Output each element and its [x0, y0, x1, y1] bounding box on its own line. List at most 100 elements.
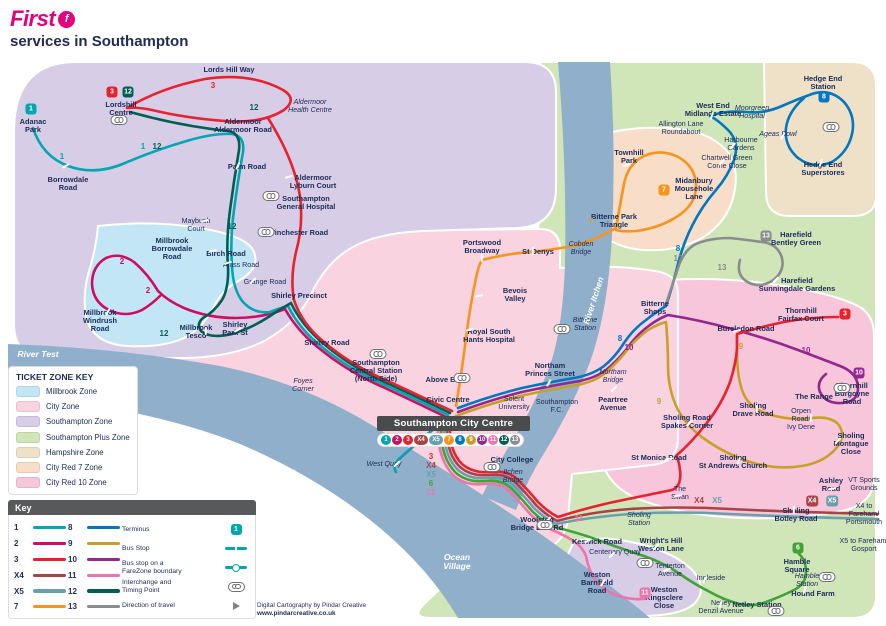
- route-x4-path: [445, 428, 880, 523]
- map-label: Chartwell Green Corne Close: [701, 154, 753, 170]
- interchange-ring: [644, 560, 650, 566]
- farezone-line: [225, 563, 247, 572]
- zone-label: City Zone: [46, 402, 80, 412]
- bus-stop-tick: [545, 378, 553, 388]
- route-number-marker: 12: [227, 222, 237, 231]
- route-terminus-badge: 7: [658, 184, 670, 196]
- zone-key-row: Southampton Plus Zone: [16, 431, 130, 443]
- interchange-icon: [222, 581, 250, 592]
- city-centre-route-badge: 2: [392, 435, 402, 445]
- bus-stop-tick: [792, 506, 796, 514]
- map-label: Sholing Station: [627, 511, 651, 527]
- key-route-number: 8: [68, 523, 73, 533]
- direction-arrow-icon: [232, 601, 240, 610]
- route-number-marker: 10: [624, 343, 634, 352]
- interchange-icon: [822, 122, 840, 132]
- river-itchen: [482, 62, 614, 510]
- map-label: Aldermoor Health Centre: [288, 98, 332, 114]
- bus-stop-tick: [204, 327, 208, 335]
- map-label: Palm Road: [227, 162, 267, 171]
- zone-label: Southampton Zone: [46, 417, 113, 427]
- map-label: Royal South Hants Hospital: [463, 327, 515, 345]
- map-label: Itchen Bridge: [502, 468, 524, 484]
- interchange-icon: [536, 520, 554, 530]
- map-label: Weston Kingsclere Close: [645, 585, 683, 611]
- water-layer: [8, 62, 650, 618]
- map-label: Hedge End Superstores: [801, 160, 845, 178]
- key-route-line: [87, 589, 120, 593]
- map-label: Aldermoor Aldermoor Road: [214, 117, 272, 135]
- map-label: Harefield Bentley Green: [770, 230, 822, 248]
- map-label: Sholing Road Spakes Corner: [660, 413, 714, 431]
- route-11-path: [436, 428, 646, 601]
- map-label: Winchester Road: [267, 228, 329, 237]
- map-label: Grange Road: [243, 278, 287, 286]
- zone-swatch: [16, 446, 40, 458]
- zone-key-row: City Zone: [16, 401, 130, 413]
- map-label: Millbrook Borrowdale Road: [151, 236, 193, 262]
- zone-swatch: [16, 386, 40, 397]
- map-label: Southampton Central Station (North Side): [349, 358, 403, 384]
- route-terminus-badge: 11: [639, 587, 651, 599]
- key-route-row: 3: [14, 552, 66, 568]
- key-route-line: [87, 605, 120, 609]
- bus-stop-line: [225, 544, 247, 553]
- city-centre-route-badge: 3: [403, 435, 413, 445]
- map-label: Keswick Road: [571, 537, 623, 546]
- map-label: St Monica Road: [631, 453, 687, 462]
- map-label: Harbourne Gardens: [724, 136, 758, 152]
- route-terminus-badge: 8: [818, 91, 830, 103]
- route-terminus-badge: 3: [839, 308, 851, 320]
- key-route-line: [87, 573, 120, 577]
- route-7-path: [454, 151, 698, 408]
- map-label: Foyes Corner: [292, 377, 314, 393]
- route-number-marker: X4: [694, 496, 704, 505]
- route-3-east-path: [448, 315, 840, 519]
- zone-key-row: Millbrook Zone: [16, 386, 130, 397]
- bus-stop-tick: [610, 385, 618, 393]
- key-route-row: 11: [68, 567, 120, 583]
- route-terminus-badge: 10: [853, 367, 865, 379]
- map-label: Hound Farm: [791, 589, 835, 598]
- route-number-marker: 11: [426, 488, 436, 497]
- interchange-icon: [110, 115, 128, 125]
- key-route-row: 1: [14, 520, 66, 536]
- route-3-west-path: [266, 116, 454, 413]
- interchange-icon: [262, 191, 280, 201]
- map-label: Hamble Station: [794, 572, 820, 588]
- map-label: Thornhill Burgoyne Road: [834, 381, 870, 407]
- map-label: Peartree Avenue: [598, 395, 628, 413]
- bus-stop-tick: [531, 247, 535, 255]
- map-label: Bursledon Road: [717, 324, 775, 333]
- map-label: Orpen Road/ Ivy Dene: [787, 407, 815, 431]
- interchange-icon: [833, 383, 851, 393]
- route-terminus-badge: 1: [25, 103, 37, 115]
- map-label: Allington Lane Roundabout: [658, 120, 704, 136]
- route-number-marker: 8: [617, 334, 623, 343]
- cartography-credit: Digital Cartography by Pindar Creative w…: [257, 602, 366, 619]
- interchange-ring: [826, 574, 832, 580]
- map-label: Shirley Precinct: [271, 291, 327, 300]
- route-2-corridor: [283, 307, 448, 419]
- key-symbol-row: Direction of travel: [122, 596, 250, 615]
- map-label: Harefield Sunningdale Gardens: [758, 276, 836, 294]
- route-6-path: [439, 428, 808, 607]
- zone-swatch: [16, 401, 40, 413]
- key-route-number: 10: [68, 554, 77, 564]
- map-label: Sholing Montague Close: [833, 431, 869, 457]
- key-route-line: [33, 573, 66, 577]
- interchange-ring: [377, 351, 383, 357]
- key-route-number: 7: [14, 602, 19, 612]
- map-label: Netley Station: [732, 600, 782, 609]
- river-test-estuary: [8, 344, 650, 618]
- page-title: services in Southampton: [10, 33, 189, 50]
- bus-stop-tick: [755, 405, 759, 413]
- key-symbol-label: Bus stop on a FareZone boundary: [122, 559, 182, 575]
- map-label: Civic Centre: [426, 395, 470, 404]
